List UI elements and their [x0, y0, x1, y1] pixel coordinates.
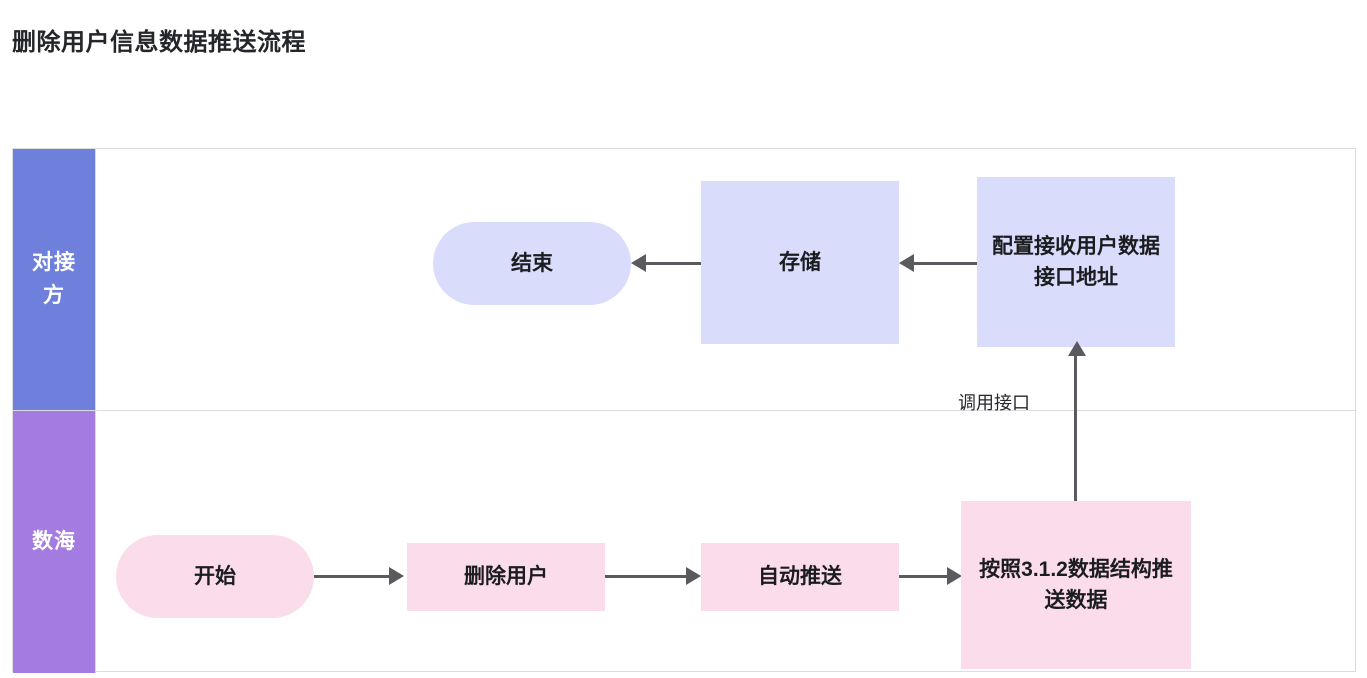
node-auto-push[interactable]: 自动推送: [701, 543, 899, 611]
edge-auto-push312-arrowhead: [947, 567, 962, 585]
edge-push312-config-label: 调用接口: [958, 393, 1030, 413]
node-start-label: 开始: [194, 564, 236, 588]
node-push-by-312-label: 按照3.1.2数据结构推送数据: [979, 557, 1173, 613]
edge-push312-config-line-upper: [1074, 347, 1077, 411]
edge-delete-auto-arrowhead: [686, 567, 701, 585]
node-delete-user-label: 删除用户: [464, 565, 548, 589]
swimlane-diagram: 对接方 结束 存储 配置接收用户数据接口地址: [12, 148, 1356, 673]
node-end-label: 结束: [511, 251, 553, 275]
node-auto-push-label: 自动推送: [758, 565, 842, 589]
lane-body-shuhai: 开始 删除用户 自动推送 按照3.1.2数据结构推送数据: [96, 411, 1355, 673]
edge-storage-end-arrowhead: [631, 254, 646, 272]
node-storage[interactable]: 存储: [701, 181, 899, 344]
node-push-by-312[interactable]: 按照3.1.2数据结构推送数据: [961, 501, 1191, 669]
edge-push312-config-arrowhead: [1068, 341, 1086, 356]
edge-config-storage-line: [914, 262, 979, 265]
node-storage-label: 存储: [779, 250, 821, 274]
node-config-endpoint-label: 配置接收用户数据接口地址: [992, 234, 1160, 290]
lane-header-shuhai-label: 数海: [32, 529, 76, 553]
node-end[interactable]: 结束: [433, 222, 631, 305]
edge-start-delete-arrowhead: [389, 567, 404, 585]
lane-header-shuhai: 数海: [13, 411, 96, 673]
swimlane-lane-shuhai: 数海 开始 删除用户 自动推送: [13, 411, 1355, 673]
node-config-endpoint[interactable]: 配置接收用户数据接口地址: [977, 177, 1175, 347]
node-delete-user[interactable]: 删除用户: [407, 543, 605, 611]
swimlane-lane-partner: 对接方 结束 存储 配置接收用户数据接口地址: [13, 149, 1355, 413]
edge-delete-auto-line: [605, 575, 686, 578]
lane-header-partner-label: 对接方: [32, 250, 76, 307]
edge-storage-end-line: [646, 262, 721, 265]
lane-body-partner: 结束 存储 配置接收用户数据接口地址 调用接口: [96, 149, 1355, 413]
edge-push312-config-line-lower: [1074, 411, 1077, 501]
edge-config-storage-arrowhead: [899, 254, 914, 272]
node-start[interactable]: 开始: [116, 535, 314, 618]
page-title: 删除用户信息数据推送流程: [12, 29, 306, 56]
lane-header-partner: 对接方: [13, 149, 96, 410]
edge-auto-push312-line: [899, 575, 947, 578]
edge-start-delete-line: [314, 575, 389, 578]
